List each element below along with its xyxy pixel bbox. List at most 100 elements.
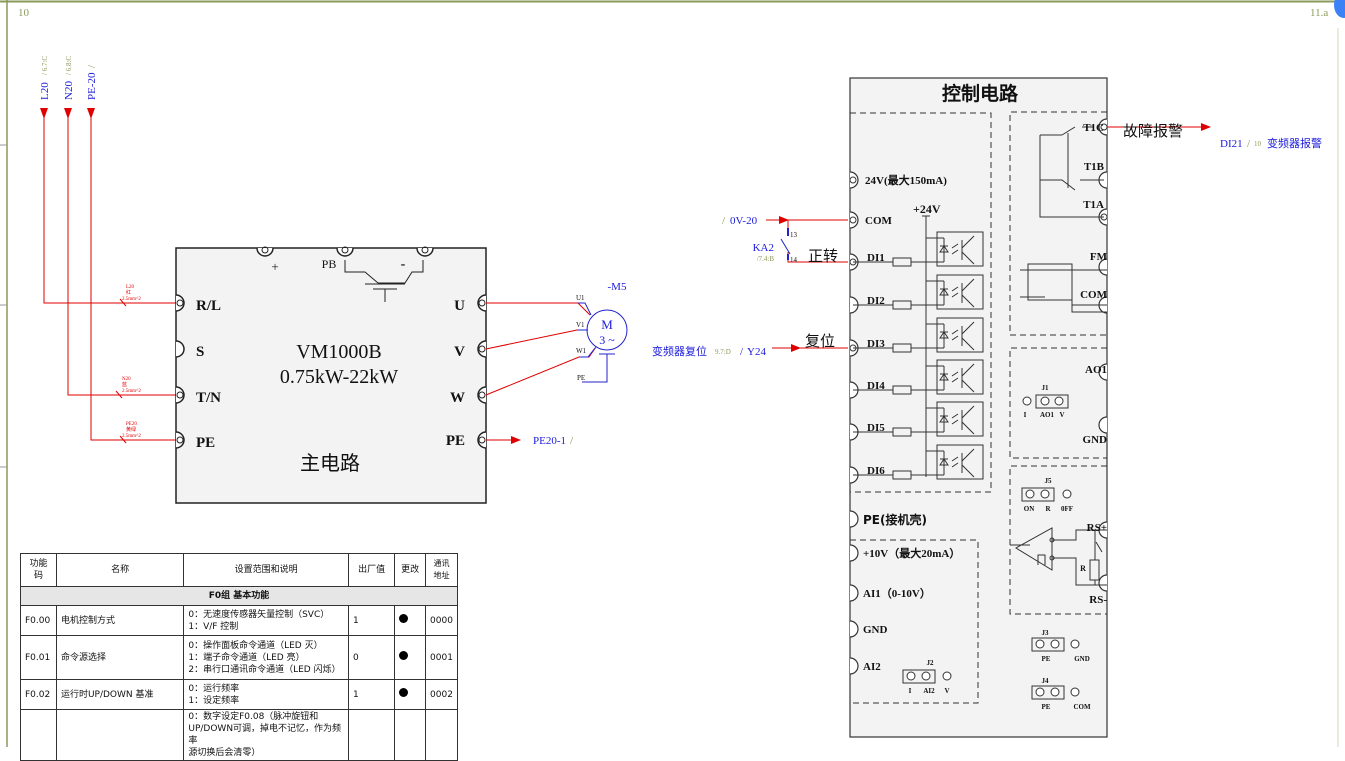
optocoupler-di2 xyxy=(853,274,984,310)
jumper-j4-label: COM xyxy=(1073,703,1091,711)
motor-lead-v1: V1 xyxy=(576,321,585,329)
terminal-pe-chassis: PE(接机壳) xyxy=(863,512,927,527)
relay-tag[interactable]: KA2 xyxy=(753,242,774,254)
com-in-label[interactable]: 0V-20 xyxy=(730,215,758,227)
drive-power-range: 0.75kW-22kW xyxy=(280,366,398,388)
supply-wires xyxy=(43,110,176,441)
forward-label: 正转 xyxy=(808,247,838,265)
rs485-resistor-label: R xyxy=(1080,564,1086,573)
jumper-j4-name: J4 xyxy=(1042,677,1050,685)
fault-alarm-label: 故障报警 xyxy=(1123,122,1183,140)
terminal-di6: DI6 xyxy=(867,465,885,477)
svg-text:黄绿: 黄绿 xyxy=(126,426,136,433)
terminal-ao1: AO1 xyxy=(1085,364,1107,376)
cell-change xyxy=(394,605,427,636)
terminal-rs-minus: RS- xyxy=(1089,594,1107,606)
terminal-com: COM xyxy=(865,215,893,227)
cell-addr: 0002 xyxy=(425,679,458,710)
reset-in-label[interactable]: Y24 xyxy=(747,346,766,358)
main-circuit-title: 主电路 xyxy=(300,451,360,475)
wire-label-l20[interactable]: L20 xyxy=(39,82,51,100)
motor-tag[interactable]: -M5 xyxy=(608,281,627,293)
jumper-j2-label: I xyxy=(909,687,912,695)
cell-name xyxy=(55,709,185,761)
cable-ticks xyxy=(115,298,127,444)
relay-ref: /7.4:B xyxy=(757,255,775,263)
dc-plus-label: + xyxy=(271,259,278,274)
terminal-t1a: T1A xyxy=(1083,199,1104,211)
svg-text:N20: N20 xyxy=(122,377,131,382)
terminal-v: V xyxy=(454,344,465,360)
svg-text:L20: L20 xyxy=(126,285,135,290)
optocoupler-di3 xyxy=(853,317,984,353)
wire-ref-n20: / 6.8:C xyxy=(65,56,73,75)
jumper-j1-label: V xyxy=(1059,411,1064,419)
cell-addr: 0001 xyxy=(425,635,458,680)
cell-default: 0 xyxy=(347,635,396,680)
cell-code: F0.00 xyxy=(20,605,57,636)
optocoupler-di1 xyxy=(853,231,984,267)
jumper-j3-label: GND xyxy=(1074,655,1090,663)
jumper-j5-name: J5 xyxy=(1045,477,1053,485)
col-header: 设置范围和说明 xyxy=(183,553,349,587)
plus24-label: +24V xyxy=(913,202,941,216)
cell-desc: 0：无速度传感器矢量控制（SVC）1：V/F 控制 xyxy=(183,605,349,636)
cell-default: 1 xyxy=(347,679,396,710)
terminal-com-right: COM xyxy=(1080,289,1108,301)
cell-name: 电机控制方式 xyxy=(55,605,185,636)
sheet-number: 10 xyxy=(18,7,30,19)
motor-lead-u1: U1 xyxy=(576,294,585,302)
cell-default: 1 xyxy=(347,605,396,636)
cell-change xyxy=(394,635,427,680)
changeable-dot-icon xyxy=(399,614,409,623)
terminal-u: U xyxy=(454,298,465,314)
wire-ref-pe20: / xyxy=(86,64,98,68)
jumper-j5-label: ON xyxy=(1024,505,1035,513)
wire-label-pe20[interactable]: PE-20 xyxy=(86,72,98,100)
svg-text:红: 红 xyxy=(126,289,131,296)
supply-arrows xyxy=(40,108,95,119)
changeable-dot-icon xyxy=(399,651,409,660)
terminal-w: W xyxy=(450,390,465,406)
terminal-pe-out: PE xyxy=(446,433,465,449)
col-header: 出厂值 xyxy=(347,553,396,587)
optocoupler-di4 xyxy=(853,359,984,395)
svg-text:2.5mm^2: 2.5mm^2 xyxy=(122,389,141,394)
cell-name: 运行时UP/DOWN 基准 xyxy=(55,679,185,710)
terminal-ai1: AI1（0-10V） xyxy=(863,587,931,600)
terminal-di4: DI4 xyxy=(867,380,885,392)
terminal-di5: DI5 xyxy=(867,422,885,434)
cell-code: F0.02 xyxy=(20,679,57,710)
jumper-j5-label: 0FF xyxy=(1061,505,1073,513)
fault-out-slash: / xyxy=(1247,138,1251,150)
corner-indicator[interactable] xyxy=(1334,0,1345,18)
jumper-j2-label: V xyxy=(944,687,949,695)
terminal-di2: DI2 xyxy=(867,295,885,307)
svg-text:2.5mm^2: 2.5mm^2 xyxy=(122,297,141,302)
dc-minus-label: - xyxy=(401,257,406,272)
terminal-t-n: T/N xyxy=(196,390,221,406)
sheet-ref: 11.a xyxy=(1310,7,1328,19)
main-circuit-box xyxy=(175,246,487,504)
com-in-ref: / xyxy=(722,215,726,227)
col-header: 通讯地址 xyxy=(425,553,458,587)
fault-out-label[interactable]: DI21 xyxy=(1220,138,1243,150)
terminal-10v: +10V（最大20mA） xyxy=(863,546,960,560)
control-circuit-title: 控制电路 xyxy=(942,82,1019,105)
optocoupler-di6 xyxy=(853,444,984,480)
parameter-table: 功能码 名称 设置范围和说明 出厂值 更改 通讯地址 F0组 基本功能 F0.0… xyxy=(20,553,458,761)
external-wiring xyxy=(766,123,1211,352)
svg-text:蓝: 蓝 xyxy=(122,381,127,388)
cell-change xyxy=(394,679,427,710)
wire-label-n20[interactable]: N20 xyxy=(63,81,75,100)
pe-out-label[interactable]: PE20-1 xyxy=(533,435,566,447)
jumper-j4-label: PE xyxy=(1042,703,1051,711)
reset-in-desc: 变频器复位 xyxy=(652,344,707,358)
svg-text:2.5mm^2: 2.5mm^2 xyxy=(122,434,141,439)
